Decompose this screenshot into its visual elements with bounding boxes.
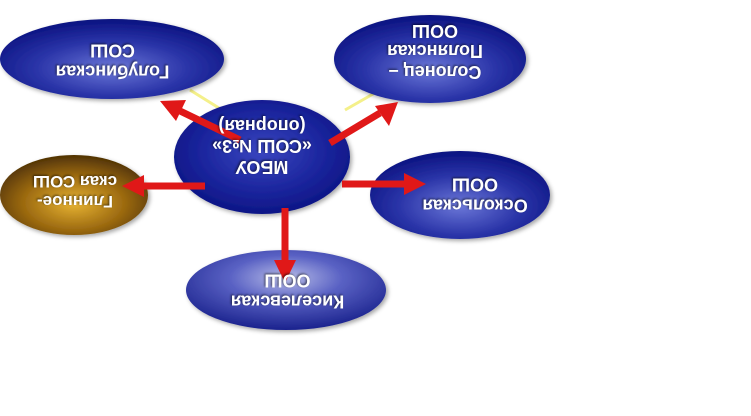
label-center-line: МБОУ xyxy=(235,157,289,178)
label-bottom: Киселевская ООШ xyxy=(225,270,350,312)
arrow-to-top-right xyxy=(328,102,398,147)
label-top-left-line: Голубинская xyxy=(55,61,170,82)
label-right: Оскольская ООШ xyxy=(420,174,530,216)
arrow-to-top-left xyxy=(160,100,242,144)
label-center: МБОУ «СОШ №3» (опорная) xyxy=(212,115,312,177)
label-right-line: Оскольская xyxy=(422,195,528,216)
label-top-right: Солонец – Полянская ООШ xyxy=(380,20,490,82)
label-top-left: Голубинская СОШ xyxy=(50,40,175,82)
label-left-line: Глинное- xyxy=(36,192,114,212)
label-top-right-line: Солонец – xyxy=(388,62,482,83)
label-center-line: «СОШ №3» xyxy=(212,136,312,157)
label-top-right-line: ООШ xyxy=(411,20,459,41)
label-bottom-line: Киселевская xyxy=(230,291,345,312)
label-center-line: (опорная) xyxy=(218,115,306,136)
label-top-right-line: Полянская xyxy=(387,41,483,62)
label-left-line: ская СОШ xyxy=(32,172,118,192)
node-bottom xyxy=(186,250,386,330)
label-right-line: ООШ xyxy=(451,174,499,195)
label-left: Глинное- ская СОШ xyxy=(20,172,130,212)
label-top-left-line: СОШ xyxy=(90,40,135,61)
label-bottom-line: ООШ xyxy=(264,270,311,291)
arrow-to-right xyxy=(342,173,426,195)
node-right xyxy=(370,151,550,239)
arrow-to-bottom xyxy=(274,208,296,283)
node-top-left xyxy=(0,19,224,99)
arrow-to-left xyxy=(122,175,205,197)
node-left xyxy=(0,155,148,235)
node-top-right xyxy=(334,15,526,103)
